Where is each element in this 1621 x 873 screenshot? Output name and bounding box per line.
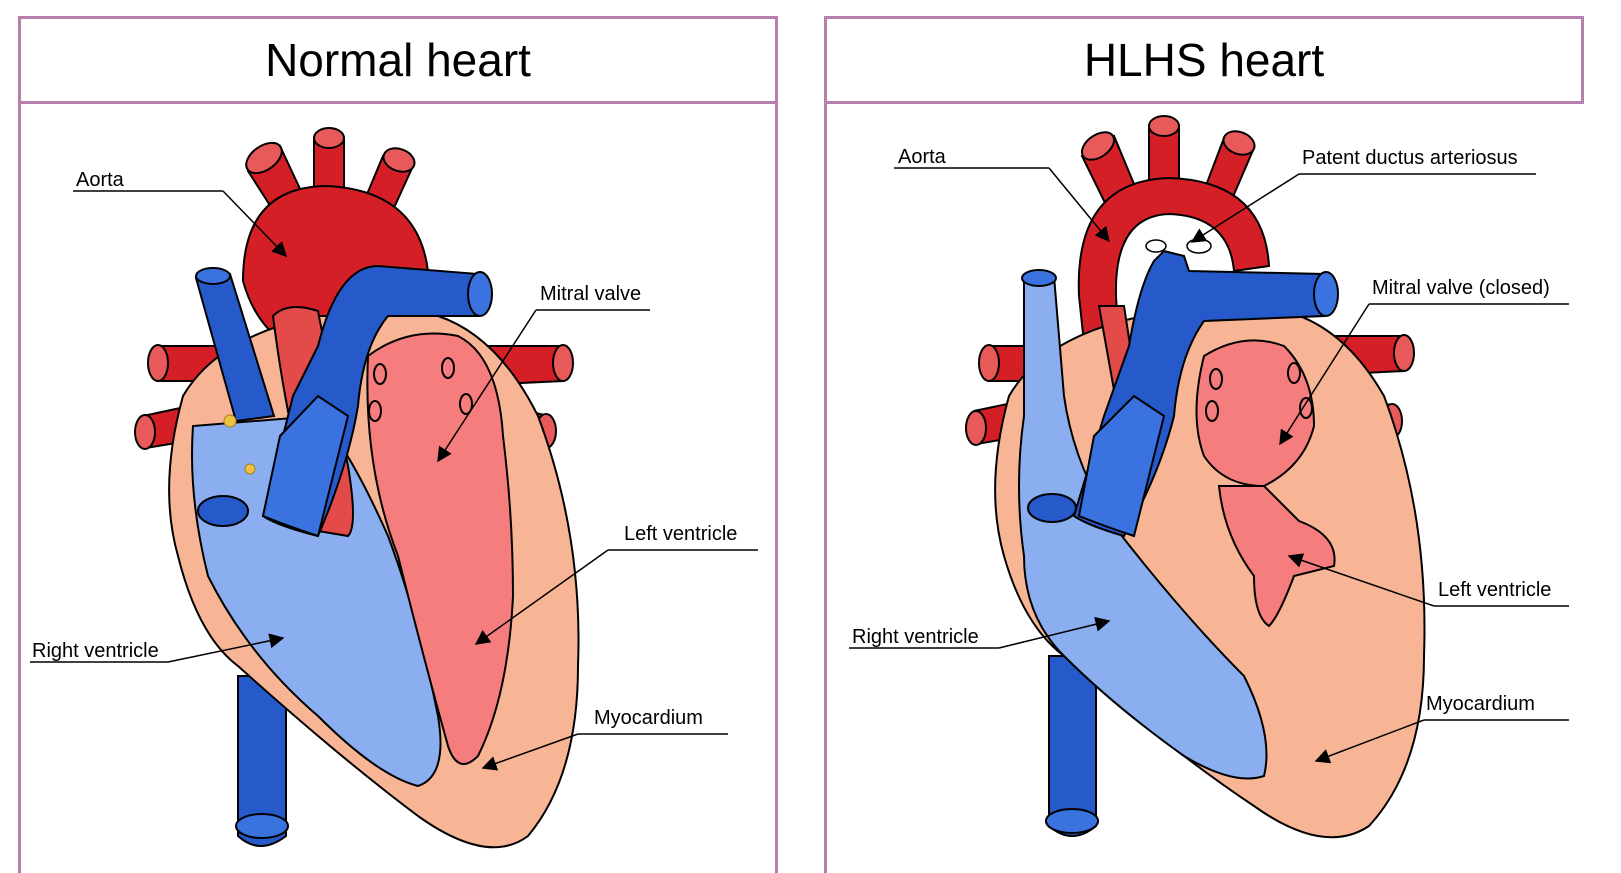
label-myocardium: Myocardium [594, 707, 703, 729]
label-mitral-valve: Mitral valve (closed) [1372, 277, 1550, 299]
ivc-opening [236, 814, 288, 838]
pulmonary-opening [1314, 272, 1338, 316]
hlhs-heart-panel: HLHS heart [824, 16, 1621, 873]
vein-opening [1394, 335, 1414, 371]
svc-opening [196, 268, 230, 284]
vein-opening [135, 415, 155, 449]
label-left-ventricle: Left ventricle [1438, 579, 1551, 601]
label-right-ventricle: Right ventricle [852, 626, 979, 648]
ivc-opening [1046, 809, 1098, 833]
tricuspid-opening [198, 496, 248, 526]
label-right-ventricle: Right ventricle [32, 640, 159, 662]
label-pda: Patent ductus arteriosus [1302, 147, 1518, 169]
tricuspid-opening [1028, 494, 1076, 522]
vein-opening [553, 345, 573, 381]
label-myocardium: Myocardium [1426, 693, 1535, 715]
vein-opening [148, 345, 168, 381]
vein-opening [979, 345, 999, 381]
pda-gap [1187, 239, 1211, 253]
normal-heart-panel: Normal heart [18, 16, 778, 873]
vein-opening [966, 411, 986, 445]
node-dot [224, 415, 236, 427]
branch-opening [1149, 116, 1179, 136]
label-left-ventricle: Left ventricle [624, 523, 737, 545]
branch-opening [314, 128, 344, 148]
label-mitral-valve: Mitral valve [540, 283, 641, 305]
label-aorta: Aorta [76, 169, 125, 191]
pulmonary-opening [468, 272, 492, 316]
node-dot [245, 464, 255, 474]
pda-gap [1146, 240, 1166, 252]
svc-opening [1022, 270, 1056, 286]
label-aorta: Aorta [898, 146, 947, 168]
normal-heart-diagram: Aorta Mitral valve Left ventricle Right … [18, 16, 778, 873]
hlhs-heart-diagram: Aorta Patent ductus arteriosus Mitral va… [824, 16, 1621, 873]
